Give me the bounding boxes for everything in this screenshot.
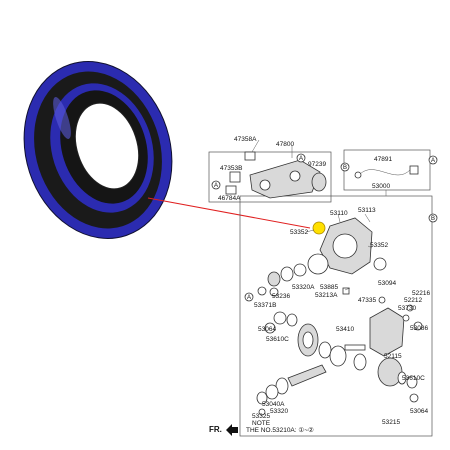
label-97239: 97239	[308, 161, 326, 168]
label-53000: 53000	[372, 183, 390, 190]
label-47335: 47335	[358, 297, 376, 304]
label-53040a: 53040A	[262, 401, 285, 408]
label-53352-left: 53352	[290, 229, 308, 236]
note-heading: NOTE	[252, 420, 271, 427]
label-53213a: 53213A	[315, 292, 338, 299]
label-53320a: 53320A	[292, 284, 315, 291]
label-53730: 53730	[398, 305, 416, 312]
differential-housing	[307, 217, 387, 275]
pointer-line	[147, 197, 311, 229]
label-53320: 53320	[270, 408, 288, 415]
label-53610c-right: 53610C	[402, 375, 425, 382]
label-53215: 53215	[382, 419, 400, 426]
label-53064-right: 53064	[410, 408, 428, 415]
label-53064-left: 53064	[258, 326, 276, 333]
label-52212: 52212	[404, 297, 422, 304]
callout-b-sensor	[340, 162, 350, 172]
callout-a-lower	[244, 292, 254, 302]
callout-a-left	[211, 180, 221, 190]
label-53610c-left: 53610C	[266, 336, 289, 343]
front-direction-label: FR.	[209, 425, 222, 434]
label-53371b: 53371B	[254, 302, 276, 309]
label-52216: 52216	[412, 290, 430, 297]
label-53885: 53885	[320, 284, 338, 291]
callout-a-sensor-text: A	[431, 158, 435, 164]
bracket-box	[208, 151, 332, 203]
label-52115: 52115	[384, 353, 402, 360]
callout-a-sensor	[428, 155, 438, 165]
callout-a-lower-text: A	[247, 295, 251, 301]
label-47891: 47891	[374, 156, 392, 163]
label-47358a: 47358A	[234, 136, 257, 143]
label-47353b: 47353B	[220, 165, 242, 172]
ring-gear-assembly	[256, 323, 419, 416]
speed-sensor	[354, 165, 419, 179]
callout-b-main	[428, 213, 438, 223]
callout-a-left-text: A	[214, 183, 218, 189]
callout-a-upper-text: A	[299, 156, 303, 162]
leader-lines	[251, 139, 373, 291]
label-53094: 53094	[378, 280, 396, 287]
pinion-parts	[257, 263, 350, 334]
rear-cover	[369, 296, 423, 357]
label-53352-right: 53352	[370, 242, 388, 249]
front-arrow-icon	[226, 424, 238, 436]
callout-b-main-text: B	[431, 216, 435, 222]
label-53325: 53325	[252, 413, 270, 420]
callout-a-upper	[296, 153, 306, 163]
label-47800: 47800	[276, 141, 294, 148]
oil-seal-illustration	[23, 61, 173, 239]
label-53086: 53086	[410, 325, 428, 332]
callout-b-sensor-text: B	[343, 165, 347, 171]
label-53236: 53236	[272, 293, 290, 300]
note-body: THE NO.53210A: ①~②	[246, 426, 314, 434]
label-46784a: 46784A	[218, 195, 241, 202]
mount-bracket	[225, 151, 327, 199]
highlighted-seal	[312, 221, 326, 235]
label-53410: 53410	[336, 326, 354, 333]
label-53110: 53110	[330, 210, 348, 217]
label-53113: 53113	[358, 207, 376, 214]
main-assembly-box	[239, 195, 433, 437]
